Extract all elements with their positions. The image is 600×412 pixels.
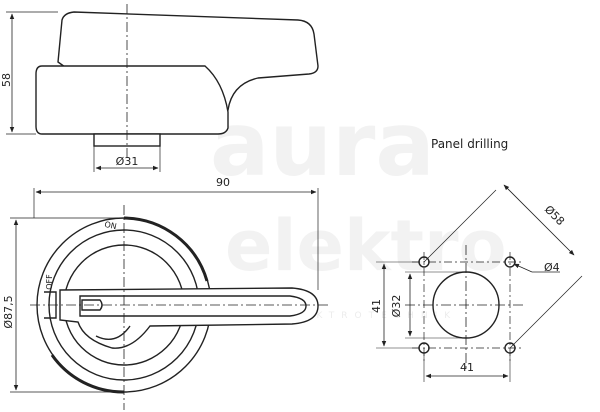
center-hole-label: Ø32 (390, 295, 403, 318)
mount-hole-tr (504, 256, 516, 268)
watermark-brand: aura (210, 93, 435, 196)
on-label: ON (104, 220, 118, 231)
vertical-spacing-label: 41 (370, 299, 383, 313)
side-knob-body (35, 65, 229, 135)
side-shaft-diameter-label: Ø31 (116, 155, 139, 168)
hole-diameter-label: Ø4 (544, 261, 560, 274)
horizontal-spacing-label: 41 (460, 361, 474, 374)
side-height-label: 58 (0, 73, 13, 87)
front-width-label: 90 (216, 176, 230, 189)
off-label: OFF (45, 274, 54, 290)
front-handle (59, 287, 319, 349)
panel-drilling-title: Panel drilling (431, 137, 508, 151)
watermark-sub: elektro (225, 205, 507, 287)
front-diameter-label: Ø87,5 (2, 295, 15, 328)
side-view (6, 4, 319, 172)
front-view (10, 188, 330, 410)
panel-drilling (376, 184, 583, 382)
bolt-circle-label: Ø58 (542, 203, 567, 228)
